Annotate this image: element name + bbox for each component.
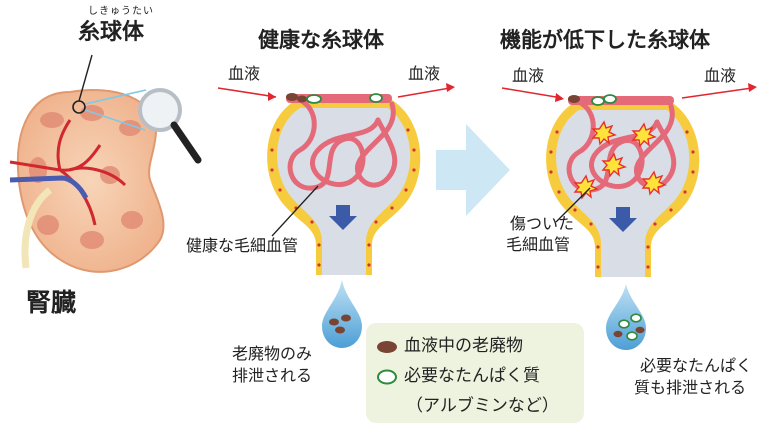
legend-waste-label: 血液中の老廃物 xyxy=(404,336,523,356)
damaged-drop-waste xyxy=(635,326,645,334)
damaged-glomerulus xyxy=(546,94,700,277)
damaged-capillary-pointer xyxy=(555,187,591,223)
damaged-title: 機能が低下した糸球体 xyxy=(500,28,710,52)
magnifier-guide xyxy=(84,109,146,131)
legend-protein-label: 必要なたんぱく質 xyxy=(404,366,540,386)
magnifier-icon xyxy=(138,88,202,164)
healthy-waste-particle xyxy=(286,93,298,101)
damaged-protein-particle xyxy=(591,96,605,106)
damaged-blood-out-label: 血液 xyxy=(704,66,737,85)
kidney-pyramid xyxy=(80,231,104,249)
healthy-blood-in-arrow xyxy=(217,87,277,101)
glomerulus-pointer xyxy=(78,54,93,102)
glomerulus-ruby: しきゅうたい xyxy=(88,6,154,17)
healthy-glomerulus xyxy=(267,93,421,275)
healthy-capillary-label: 健康な毛細血管 xyxy=(186,236,299,255)
healthy-urine-drop xyxy=(322,280,362,348)
damaged-drop-protein xyxy=(618,319,630,329)
damage-burst-icon xyxy=(573,120,667,200)
damaged-filtrate-arrow xyxy=(609,207,637,232)
legend-protein-icon xyxy=(377,369,397,385)
legend-waste-icon xyxy=(377,341,397,353)
damaged-excretion-line2: 質も排泄される xyxy=(634,378,747,397)
healthy-excretion-line1: 老廃物のみ xyxy=(232,344,313,363)
damaged-protein-particle xyxy=(603,94,617,104)
healthy-protein-particle xyxy=(369,93,383,103)
damaged-blood-out-arrow xyxy=(681,83,757,99)
healthy-drop-waste xyxy=(335,326,345,334)
damaged-afferent-vessel xyxy=(568,96,674,105)
healthy-drop-waste xyxy=(341,314,351,322)
healthy-filtrate-arrow xyxy=(329,205,357,230)
damaged-blood-in-label: 血液 xyxy=(512,66,545,85)
damaged-waste-particle xyxy=(568,95,580,103)
healthy-drop-waste xyxy=(329,318,339,326)
healthy-capillary-pointer xyxy=(271,185,319,237)
legend: 血液中の老廃物 必要なたんぱく質 （アルブミンなど） xyxy=(366,323,584,423)
kidney-vein xyxy=(9,175,89,200)
healthy-waste-particle xyxy=(297,95,307,103)
transition-arrow xyxy=(436,124,510,216)
healthy-capillary-tuft xyxy=(287,97,398,191)
kidney-ureter xyxy=(21,187,53,269)
healthy-capsule-space xyxy=(277,108,411,275)
damaged-capillary-line2: 毛細血管 xyxy=(506,235,571,254)
damaged-urine-drop xyxy=(606,284,646,350)
kidney-illustration xyxy=(9,54,165,273)
glomerulus-label: 糸球体 xyxy=(78,20,145,45)
magnifier-guide xyxy=(84,89,147,105)
healthy-protein-particle xyxy=(306,94,322,104)
kidney-pyramid xyxy=(121,211,143,229)
damaged-drop-protein xyxy=(626,331,638,341)
healthy-blood-out-arrow xyxy=(397,83,455,98)
kidney-label: 腎臓 xyxy=(26,288,77,317)
damaged-capsule-space xyxy=(556,110,690,277)
legend-protein-example: （アルブミンなど） xyxy=(406,396,559,416)
kidney-pyramid xyxy=(40,112,64,128)
damaged-wall-dots xyxy=(549,130,695,269)
healthy-blood-out-label: 血液 xyxy=(408,64,441,83)
damaged-excretion-line1: 必要なたんぱく xyxy=(640,356,753,375)
damaged-drop-protein xyxy=(630,313,642,323)
damaged-capillary-line1: 傷ついた xyxy=(510,214,575,233)
healthy-title: 健康な糸球体 xyxy=(258,28,384,52)
damaged-drop-waste xyxy=(613,330,623,338)
healthy-excretion-line2: 排泄される xyxy=(232,366,313,385)
healthy-blood-in-label: 血液 xyxy=(228,64,261,83)
kidney-pyramid xyxy=(37,215,59,235)
damaged-blood-in-arrow xyxy=(501,87,564,102)
